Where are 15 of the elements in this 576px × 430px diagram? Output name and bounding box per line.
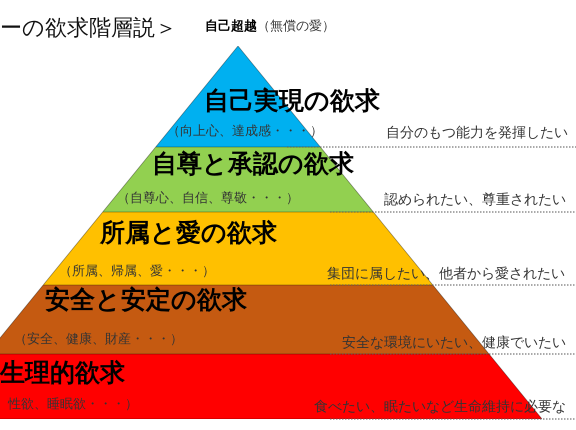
apex-label: 自己超越（無償の愛） [205, 20, 335, 35]
need-description: 安全な環境にいたい、健康でいたい [342, 335, 566, 352]
layer-examples: （自尊心、自信、尊敬・・・） [117, 192, 299, 207]
need-description: 認められたい、尊重されたい [384, 192, 566, 208]
pyramid-layer [102, 147, 374, 212]
layer-examples: （向上心、達成感・・・） [167, 125, 323, 140]
need-description: 集団に属したい、他者から愛されたい [327, 266, 565, 282]
layer-heading: 所属と愛の欲求 [100, 219, 277, 248]
pyramid-layer [43, 212, 433, 285]
diagram-title: ーの欲求階層説＞ [0, 16, 177, 42]
need-description: 自分のもつ能力を発揮したい [386, 125, 568, 142]
layer-examples: （安全、健康、財産・・・） [14, 333, 183, 348]
layer-examples: （所属、帰属、愛・・・） [59, 265, 215, 280]
layer-heading: 安全と安定の欲求 [45, 286, 247, 315]
layer-examples: 性欲、睡眠欲・・・） [8, 398, 138, 413]
